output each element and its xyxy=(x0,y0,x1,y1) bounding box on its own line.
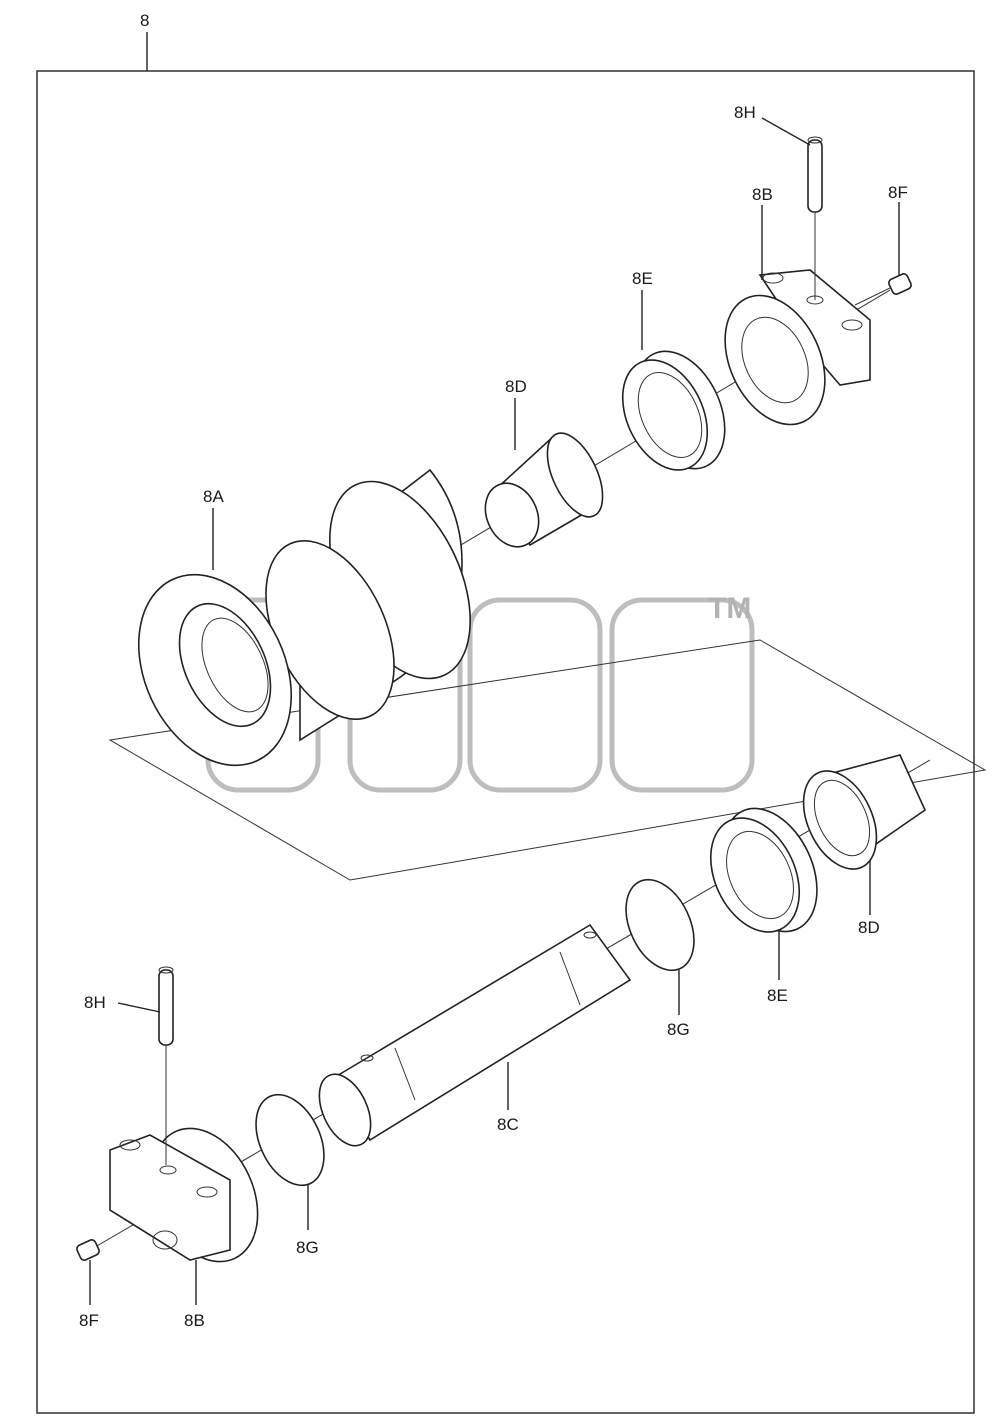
callout-8g-left: 8G xyxy=(296,1238,319,1257)
callout-8f-top: 8F xyxy=(888,183,908,202)
oring-8g-left xyxy=(255,1093,325,1187)
seal-8e-bottom xyxy=(709,807,818,933)
callout-8d-bottom: 8D xyxy=(858,918,880,937)
oring-8g-right xyxy=(625,878,695,972)
collar-8b-top xyxy=(724,269,871,426)
callout-8d-top: 8D xyxy=(505,377,527,396)
assembly-plane xyxy=(108,639,987,881)
callout-8f-bottom: 8F xyxy=(79,1311,99,1330)
watermark-tm: TM xyxy=(708,592,751,625)
assembly-label: 8 xyxy=(140,11,149,30)
diagram-frame xyxy=(36,70,975,1414)
callout-8b-top: 8B xyxy=(752,185,773,204)
plug-8f-bottom xyxy=(76,1239,100,1261)
callout-8e-top: 8E xyxy=(632,269,653,288)
callout-8h-top: 8H xyxy=(734,103,756,122)
pin-8h-top xyxy=(807,136,823,213)
leader-8h-bottom xyxy=(117,1002,161,1013)
bushing-8d-bottom xyxy=(802,754,927,870)
callout-8a: 8A xyxy=(203,487,224,506)
callout-8h-bottom: 8H xyxy=(84,993,106,1012)
callout-8c: 8C xyxy=(497,1115,519,1134)
plug-8f-top xyxy=(888,273,912,295)
callout-8b-bottom: 8B xyxy=(184,1311,205,1330)
bushing-8d-top xyxy=(484,432,604,548)
axis-8f-top xyxy=(854,287,891,306)
collar-8b-bottom xyxy=(109,1127,259,1263)
roller-8a xyxy=(137,468,471,767)
leader-8h-top xyxy=(761,117,811,146)
pin-8h-bottom xyxy=(158,966,174,1046)
shaft-8c xyxy=(318,923,632,1147)
seal-8e-top xyxy=(621,350,726,471)
callout-8g-right: 8G xyxy=(667,1020,690,1039)
callout-8e-bottom: 8E xyxy=(767,986,788,1005)
